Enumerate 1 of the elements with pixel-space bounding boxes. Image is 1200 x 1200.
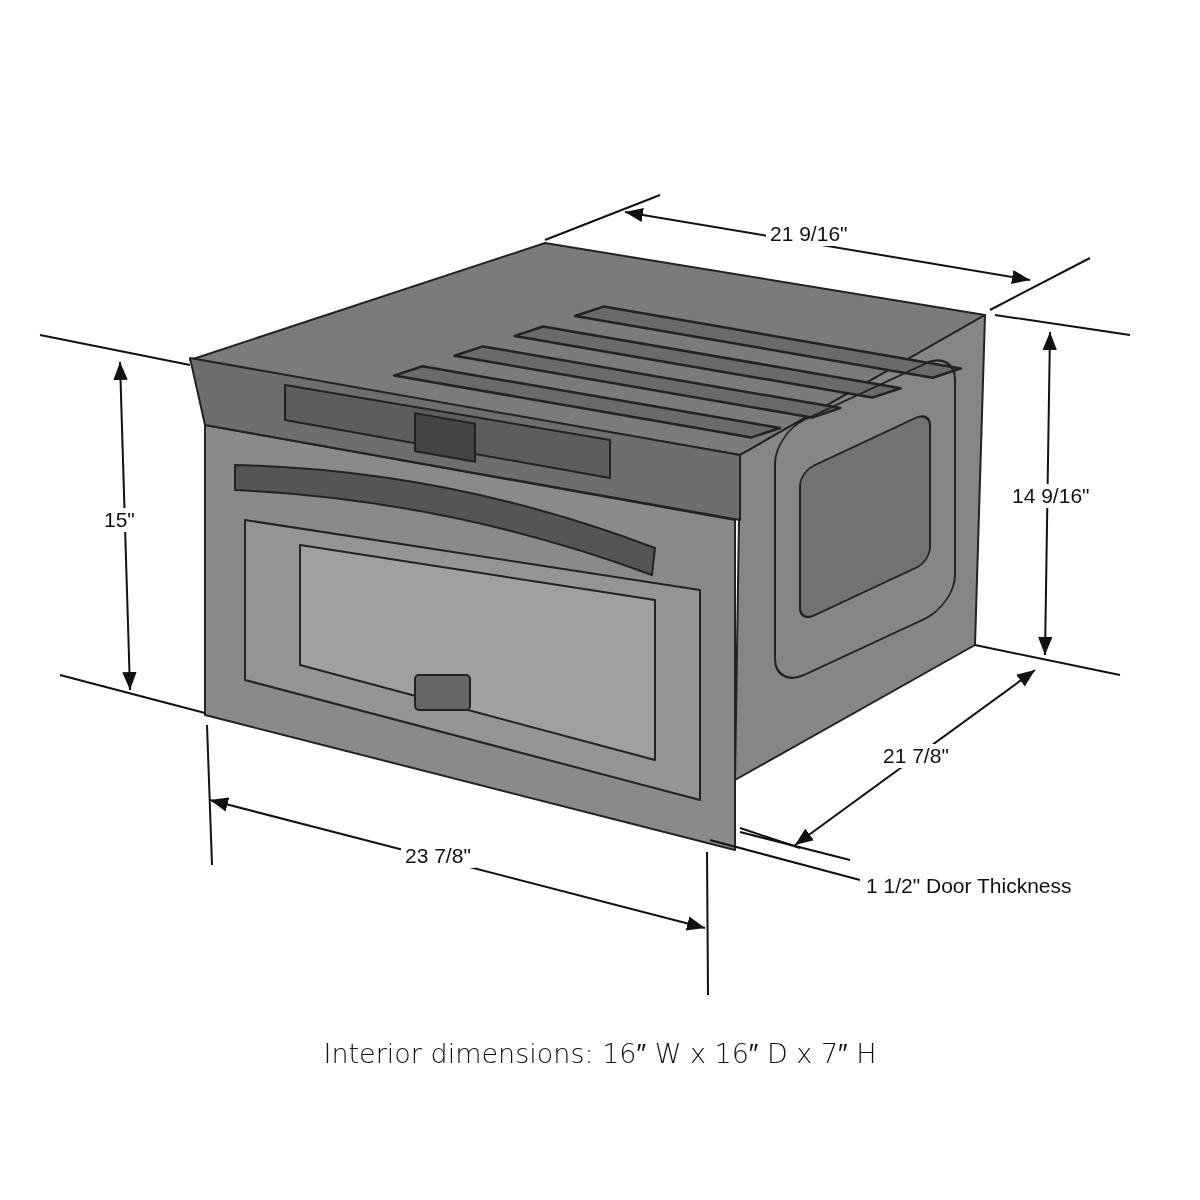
caption: Interior dimensions: 16″ W x 16″ D x 7″ H (322, 1038, 878, 1070)
